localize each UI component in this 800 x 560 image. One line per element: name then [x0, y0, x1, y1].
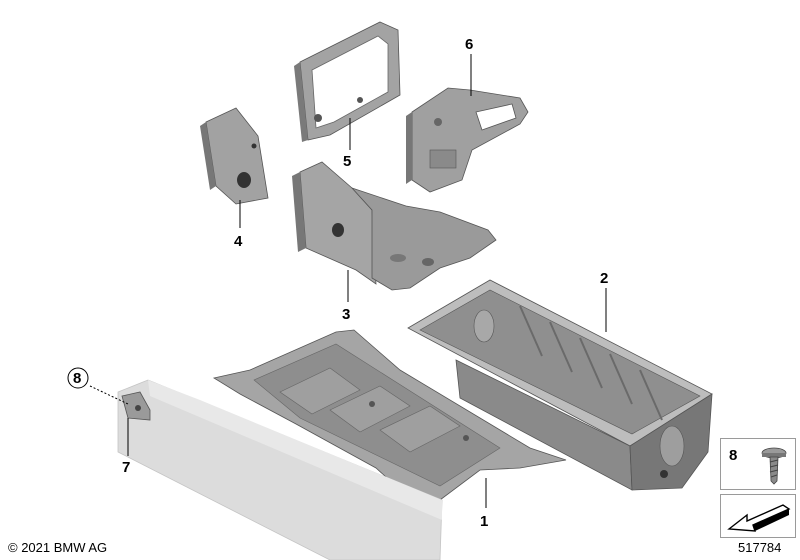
callout-6: 6 — [465, 36, 473, 53]
part-5-bracket — [294, 21, 401, 142]
orientation-legend-panel — [720, 494, 796, 538]
leader-lines — [89, 54, 607, 508]
screw-legend-number: 8 — [729, 447, 738, 464]
callout-5: 5 — [343, 153, 351, 170]
part-3-panel — [292, 161, 497, 291]
callout-3: 3 — [342, 306, 350, 323]
callout-2: 2 — [600, 270, 608, 287]
screw-icon — [761, 447, 787, 485]
screw-legend-panel: 8 — [720, 438, 796, 490]
callout-7: 7 — [122, 459, 130, 476]
part-6-plate — [406, 87, 529, 193]
document-number: 517784 — [738, 540, 782, 555]
part-2-tray — [407, 279, 713, 491]
callout-1: 1 — [480, 513, 488, 530]
part-4-panel — [200, 107, 269, 205]
callout-8: 8 — [73, 370, 81, 387]
callout-4: 4 — [234, 233, 243, 250]
callout-8-circle: 8 — [67, 367, 89, 389]
copyright-text: © 2021 BMW AG — [8, 540, 108, 555]
part-7-sill — [117, 379, 443, 560]
direction-arrow-icon — [727, 504, 791, 532]
part-1-floor-pan — [212, 329, 567, 505]
